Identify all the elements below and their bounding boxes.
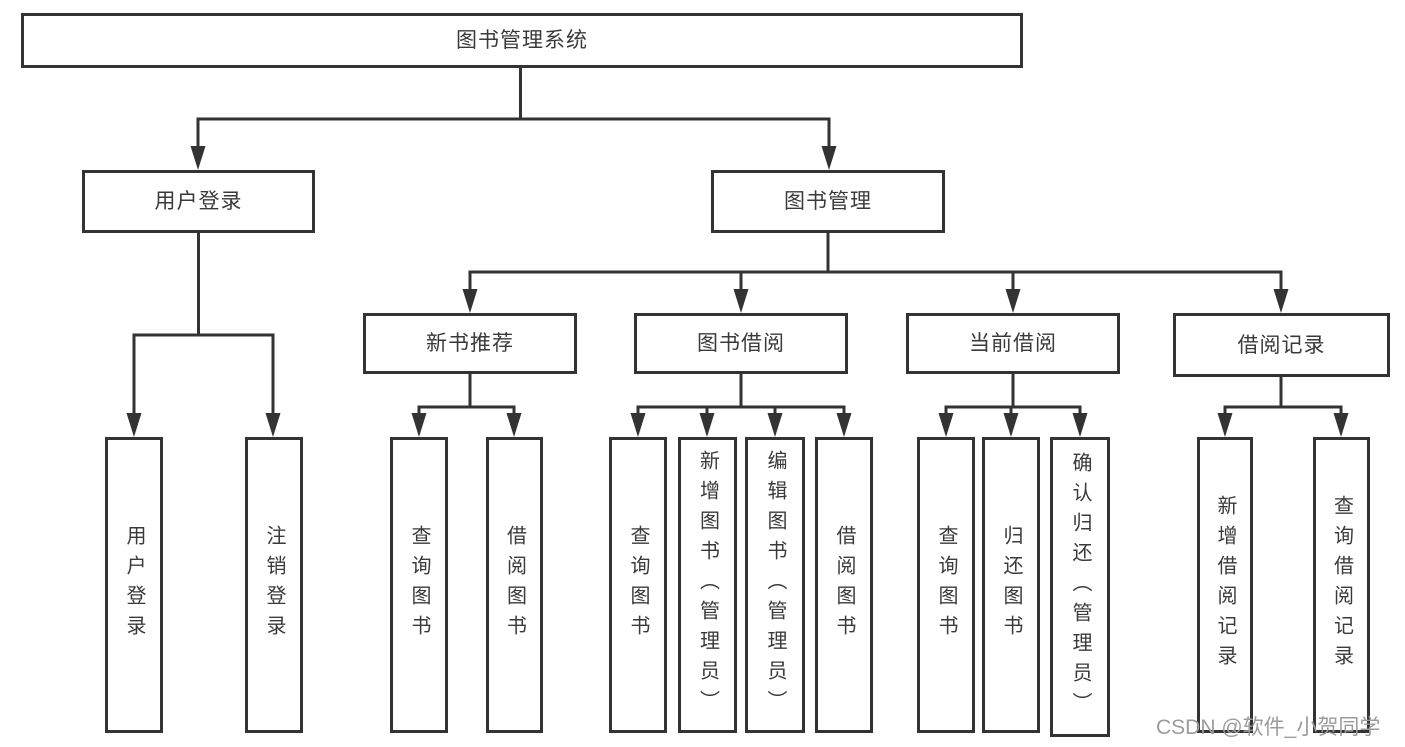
node-label: 图书借阅 [697,332,785,355]
node-library-management-system: 图书管理系统 [21,13,1023,68]
connector-root-to-level2 [196,66,831,149]
node-label: 查询借阅记录 [1330,495,1353,675]
leaf-borrow-books-recommend: 借阅图书 [486,437,543,733]
arrowhead-icon [699,413,715,437]
arrowhead-icon [411,413,427,437]
node-label: 注销登录 [263,525,285,645]
node-label: 查询图书 [935,525,957,645]
arrowhead-icon [1273,289,1289,313]
connector-paths [132,66,1343,416]
node-label: 新增借阅记录 [1214,495,1236,675]
node-label: 确认归还（管理员） [1069,452,1091,722]
leaf-confirm-return-admin: 确认归还（管理员） [1050,437,1110,737]
arrowhead-icon [1333,413,1349,437]
node-label: 借阅图书 [833,525,855,645]
leaf-borrow-books-borrowing: 借阅图书 [815,437,873,733]
node-current-borrowing: 当前借阅 [906,313,1120,374]
arrowhead-icon [733,289,749,313]
node-label: 查询图书 [408,525,430,645]
node-label: 新书推荐 [426,332,514,355]
node-label: 用户登录 [154,190,243,213]
connector-book-management-to-level3 [468,231,1283,292]
leaf-add-books-admin: 新增图书（管理员） [678,437,737,733]
leaf-user-login: 用户登录 [105,437,163,733]
leaf-query-books-recommend: 查询图书 [390,437,448,733]
arrowhead-icon [836,413,852,437]
connector-current-borrowing-to-leaves [944,372,1082,416]
arrowhead-icon [938,413,954,437]
node-label: 用户登录 [123,525,145,645]
arrowhead-icon [821,146,837,170]
arrowheads [126,146,1349,437]
arrowhead-icon [265,413,281,437]
leaf-add-borrow-record: 新增借阅记录 [1197,437,1253,733]
node-user-login: 用户登录 [82,170,315,233]
arrowhead-icon [1217,413,1233,437]
connector-user-login-to-leaves [132,231,275,416]
node-label: 新增图书（管理员） [696,450,719,720]
node-label: 归还图书 [1000,525,1022,645]
node-label: 查询图书 [627,525,649,645]
arrowhead-icon [1072,413,1088,437]
connector-borrowing-records-to-leaves [1223,375,1343,416]
node-borrowing-records: 借阅记录 [1173,313,1390,377]
node-new-book-recommend: 新书推荐 [363,313,577,374]
csdn-watermark: CSDN @软件_小贺同学 [1156,716,1381,739]
leaf-query-books-current: 查询图书 [917,437,975,733]
arrowhead-icon [1003,413,1019,437]
leaf-edit-books-admin: 编辑图书（管理员） [745,437,805,733]
leaf-query-books-borrowing: 查询图书 [609,437,667,733]
node-label: 借阅图书 [503,525,526,645]
node-book-borrowing: 图书借阅 [634,313,848,374]
arrowhead-icon [630,413,646,437]
arrowhead-icon [506,413,522,437]
arrowhead-icon [767,413,783,437]
arrowhead-icon [462,289,478,313]
leaf-logout: 注销登录 [245,437,303,733]
node-label: 编辑图书（管理员） [764,450,786,720]
node-book-management: 图书管理 [711,170,945,233]
node-label: 当前借阅 [969,332,1057,355]
connector-new-book-recommend-to-leaves [417,372,516,416]
node-label: 借阅记录 [1237,333,1326,357]
arrowhead-icon [126,413,142,437]
arrowhead-icon [1005,289,1021,313]
node-label: 图书管理系统 [456,29,588,52]
connector-book-borrowing-to-leaves [636,372,846,416]
node-label: 图书管理 [784,190,872,213]
leaf-return-books: 归还图书 [982,437,1040,733]
leaf-query-borrow-record: 查询借阅记录 [1313,437,1370,733]
arrowhead-icon [190,146,206,170]
